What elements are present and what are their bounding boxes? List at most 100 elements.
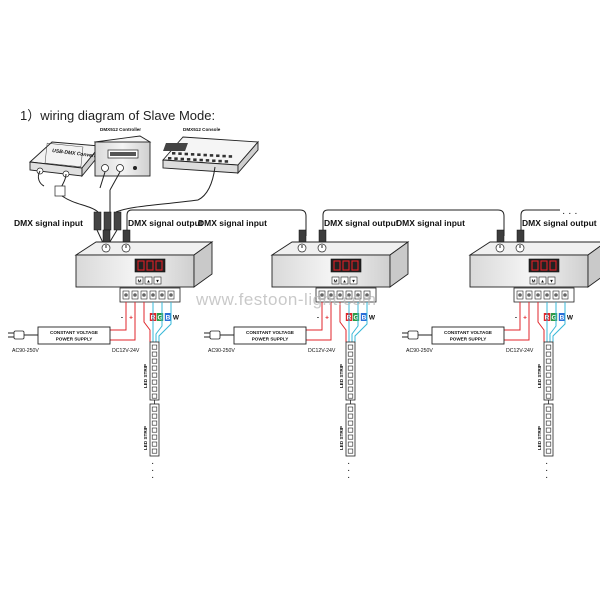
led-chip	[347, 372, 354, 378]
dmx512-controller: DMX512 Controller	[93, 127, 152, 191]
led-chip	[151, 434, 158, 440]
led-display	[134, 258, 166, 273]
led-chip	[347, 379, 354, 385]
led-display	[528, 258, 560, 273]
power-supply-label-line1: CONSTANT VOLTAGE	[50, 330, 98, 335]
strip-continuation-dot: ·	[545, 465, 548, 476]
power-supply-label-line2: POWER SUPPLY	[252, 337, 289, 342]
decoder-button-label: ▲	[540, 279, 545, 284]
power-supply-label-line2: POWER SUPPLY	[56, 337, 93, 342]
decoder-button[interactable]	[331, 276, 340, 285]
display-digit	[146, 260, 154, 271]
terminal-screw-head	[545, 293, 549, 297]
terminal-screw-head	[347, 293, 351, 297]
dc-voltage-label: DC12V-24V	[308, 348, 336, 354]
terminal-screw-head	[527, 293, 531, 297]
strip-positive-wire	[339, 302, 347, 342]
strip-channel-wire	[354, 302, 368, 342]
dc-voltage-label: DC12V-24V	[506, 348, 534, 354]
led-chip	[545, 351, 552, 357]
led-chip	[545, 441, 552, 447]
terminal-label: B	[166, 315, 171, 322]
led-chip	[347, 386, 354, 392]
decoder-button[interactable]	[547, 276, 556, 285]
led-chip	[151, 372, 158, 378]
console-key	[180, 157, 184, 161]
terminal-label: -	[317, 315, 319, 322]
decoder-top	[270, 241, 410, 256]
led-chip	[545, 379, 552, 385]
decoder-side	[389, 241, 409, 288]
decoder-top	[468, 241, 600, 256]
terminal-label-box	[360, 313, 368, 321]
console-key	[186, 158, 191, 161]
led-chip	[347, 441, 354, 447]
terminal-screw-head	[329, 293, 333, 297]
diagram-heading: 1）wiring diagram of Slave Mode:	[20, 108, 215, 123]
terminal-screw-head	[338, 293, 342, 297]
ac-plug	[407, 330, 419, 340]
decoder-top	[74, 241, 214, 256]
terminal-label-box	[352, 313, 360, 321]
display-digit	[333, 260, 341, 271]
led-strip-label: LED STRIP	[339, 364, 344, 388]
ac-voltage-label: AC90-250V	[406, 348, 433, 354]
decoder-button-label: M	[532, 279, 536, 284]
decoder-button[interactable]	[349, 276, 358, 285]
led-chip	[347, 434, 354, 440]
strip-continuation-dot: ·	[151, 472, 154, 483]
console-key	[193, 158, 197, 161]
console-key	[190, 153, 195, 156]
strip-channel-wire	[552, 302, 566, 342]
terminal-label: W	[567, 315, 574, 322]
terminal-screw-head	[563, 293, 567, 297]
decoder-button-label: ▲	[146, 279, 151, 284]
led-chip	[347, 420, 354, 426]
decoder-button[interactable]	[144, 276, 153, 285]
console-key	[178, 152, 182, 155]
led-chip	[347, 448, 354, 454]
led-chip	[347, 427, 354, 433]
led-chip	[151, 365, 158, 371]
led-chip	[347, 344, 354, 350]
console-key	[197, 153, 201, 156]
terminal-label-box	[156, 313, 164, 321]
decoder-button[interactable]	[153, 276, 162, 285]
led-chip	[151, 386, 158, 392]
usb-dmx-converter: USB-DMX Converter	[28, 141, 102, 197]
strip-continuation-dot: ·	[545, 472, 548, 483]
terminal-label: -	[515, 315, 517, 322]
dmx-signal-input-label: DMX signal input	[198, 218, 267, 228]
decoder-button-label: ▼	[351, 279, 356, 284]
dmx512-console: DMX512 Console	[162, 127, 259, 201]
console-key	[216, 154, 220, 158]
led-chip	[151, 344, 158, 350]
dc-positive-wire	[306, 302, 332, 341]
terminal-screw-head	[142, 293, 146, 297]
terminal-screw-head	[536, 293, 540, 297]
decoder-button[interactable]	[538, 276, 547, 285]
usb-dmx-label: USB-DMX Converter	[52, 148, 102, 160]
led-chip	[347, 351, 354, 357]
strip-continuation-dot: ·	[347, 465, 350, 476]
ac-plug	[209, 330, 221, 340]
led-chip	[151, 351, 158, 357]
terminal-screw-head	[554, 293, 558, 297]
led-strip-label: LED STRIP	[339, 426, 344, 450]
led-chip	[545, 393, 552, 399]
dmx-signal-output-label: DMX signal output	[324, 218, 399, 228]
decoder-button-label: ▼	[155, 279, 160, 284]
decoder-button[interactable]	[529, 276, 538, 285]
power-supply-label-line2: POWER SUPPLY	[450, 337, 487, 342]
console-key	[209, 154, 214, 157]
decoder-button[interactable]	[340, 276, 349, 285]
decoder-button[interactable]	[135, 276, 144, 285]
console-key	[199, 158, 203, 162]
terminal-label: B	[362, 315, 367, 322]
decoder-button-label: M	[334, 279, 338, 284]
terminal-screw-head	[160, 293, 164, 297]
console-key	[222, 154, 226, 158]
console-key	[228, 155, 233, 158]
